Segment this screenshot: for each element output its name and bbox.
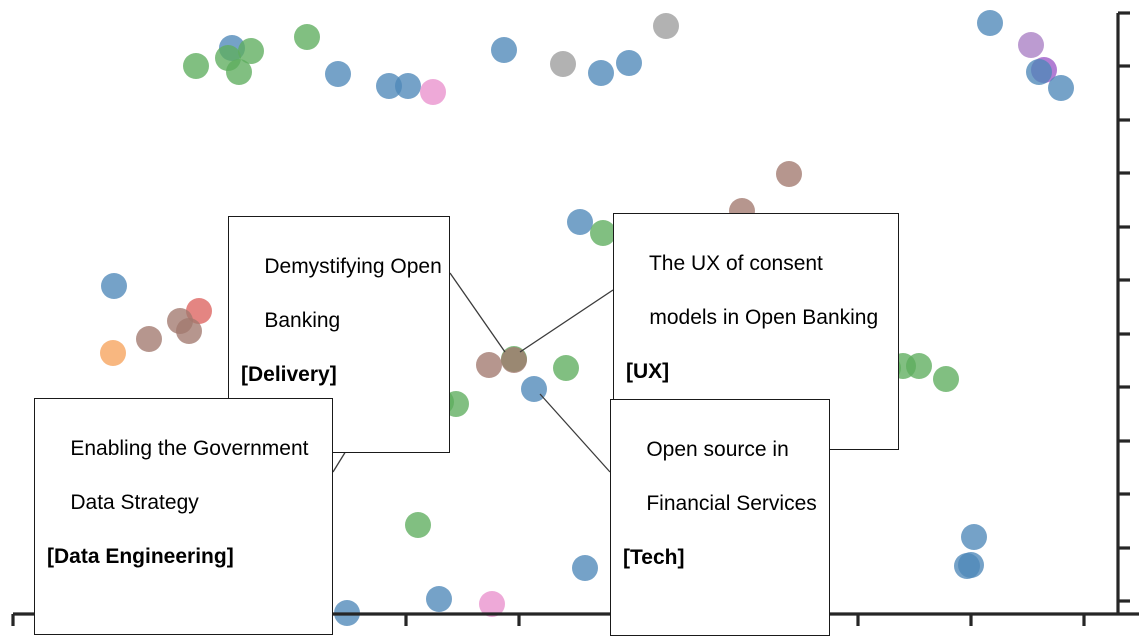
annotation-open-source-financial-services[interactable]: Open source in Financial Services [Tech] xyxy=(610,399,830,636)
scatter-point xyxy=(238,38,264,64)
annotation-connector-line xyxy=(539,393,611,473)
scatter-point xyxy=(616,50,642,76)
scatter-point xyxy=(572,555,598,581)
scatter-point xyxy=(176,318,202,344)
scatter-point xyxy=(933,366,959,392)
scatter-point xyxy=(479,591,505,617)
scatter-point xyxy=(590,220,616,246)
scatter-point xyxy=(1048,75,1074,101)
annotation-title-line-1: Enabling the Government xyxy=(70,437,309,460)
scatter-point xyxy=(1026,59,1052,85)
annotation-connector-line xyxy=(519,289,614,353)
annotation-title-line-2: Banking xyxy=(264,309,341,332)
annotation-title-line-2: models in Open Banking xyxy=(649,306,879,329)
scatter-point xyxy=(567,209,593,235)
annotation-enabling-government-data-strategy[interactable]: Enabling the Government Data Strategy [D… xyxy=(34,398,333,635)
scatter-point xyxy=(550,51,576,77)
scatter-point xyxy=(426,586,452,612)
scatter-point xyxy=(325,61,351,87)
scatter-point xyxy=(100,340,126,366)
scatter-point xyxy=(961,524,987,550)
annotation-title-line-1: Demystifying Open xyxy=(264,255,442,278)
scatter-point xyxy=(553,355,579,381)
annotation-tag: [Delivery] xyxy=(241,363,337,386)
scatter-point xyxy=(183,53,209,79)
scatter-point xyxy=(958,552,984,578)
annotation-tag: [UX] xyxy=(626,360,670,383)
scatter-point xyxy=(101,273,127,299)
scatter-point xyxy=(977,10,1003,36)
annotation-title-line-1: The UX of consent xyxy=(648,252,823,275)
scatter-point xyxy=(476,352,502,378)
scatter-point xyxy=(376,73,402,99)
scatter-point xyxy=(136,326,162,352)
annotation-tag: [Tech] xyxy=(623,546,685,569)
scatter-point xyxy=(1018,32,1044,58)
scatter-point xyxy=(226,59,252,85)
annotation-title-line-2: Data Strategy xyxy=(70,491,199,514)
scatter-point xyxy=(420,79,446,105)
annotation-connector-line xyxy=(449,272,506,353)
scatter-point xyxy=(776,161,802,187)
scatter-point xyxy=(294,24,320,50)
annotation-title-line-1: Open source in xyxy=(646,438,789,461)
annotation-tag: [Data Engineering] xyxy=(47,545,234,568)
scatter-point xyxy=(653,13,679,39)
scatter-point xyxy=(491,37,517,63)
scatter-point xyxy=(395,73,421,99)
scatter-point xyxy=(906,353,932,379)
scatter-point xyxy=(405,512,431,538)
scatter-point xyxy=(588,60,614,86)
annotation-title-line-2: Financial Services xyxy=(646,492,817,515)
scatter-point xyxy=(501,347,527,373)
